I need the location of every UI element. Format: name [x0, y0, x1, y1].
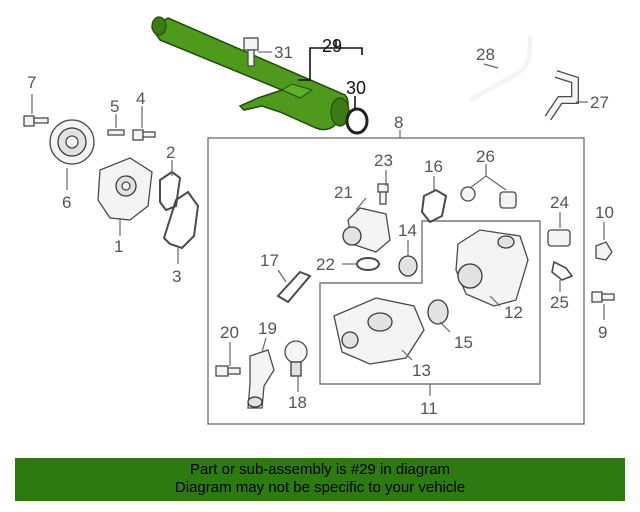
- callout-18: 18: [288, 393, 307, 412]
- callout-29: 29: [322, 36, 342, 56]
- o-ring-part-22[interactable]: [356, 257, 380, 271]
- bolt-part-9[interactable]: [591, 291, 615, 303]
- callout-6: 6: [62, 193, 71, 212]
- callout-28: 28: [476, 45, 495, 64]
- callout-31: 31: [274, 43, 293, 62]
- banner-line-2: Diagram may not be specific to your vehi…: [174, 479, 466, 496]
- water-pump-part-1[interactable]: [97, 157, 153, 221]
- hose-part-27[interactable]: [544, 70, 579, 121]
- callout-24: 24: [550, 193, 569, 212]
- callout-13: 13: [412, 361, 431, 380]
- callout-22: 22: [316, 255, 335, 274]
- callout-2: 2: [166, 143, 175, 162]
- bolt-part-7[interactable]: [23, 115, 49, 127]
- callout-numbers: 29 30 31 7 6 5 4 2 1 3 8 23 21 16 26 24 …: [27, 36, 614, 418]
- callout-14: 14: [398, 221, 417, 240]
- banner-line-1: Part or sub-assembly is #29 in diagram: [189, 461, 451, 478]
- o-ring-part-30[interactable]: [345, 107, 369, 135]
- coolant-pipe-part-29[interactable]: [150, 16, 350, 131]
- callout-12: 12: [504, 303, 523, 322]
- callout-3: 3: [172, 267, 181, 286]
- callout-7: 7: [27, 73, 36, 92]
- callout-15: 15: [454, 333, 473, 352]
- callout-20: 20: [220, 323, 239, 342]
- gasket-part-16[interactable]: [420, 188, 448, 224]
- bolt-part-20[interactable]: [215, 365, 241, 377]
- callout-10: 10: [595, 203, 614, 222]
- thermostat-part-18[interactable]: [284, 340, 308, 377]
- callout-1: 1: [114, 237, 123, 256]
- o-ring-part-14[interactable]: [398, 255, 418, 277]
- gasket-part-3[interactable]: [162, 190, 200, 250]
- sensor-part-26a[interactable]: [460, 186, 476, 202]
- clip-part-25[interactable]: [551, 260, 574, 281]
- thermostat-housing-part-12[interactable]: [455, 229, 529, 307]
- hose-part-28[interactable]: [468, 36, 533, 103]
- assembly-box-8: [207, 137, 585, 425]
- info-banner: Part or sub-assembly is #29 in diagram D…: [15, 458, 625, 501]
- gasket-part-17[interactable]: [276, 270, 312, 304]
- temperature-sensor-part-23[interactable]: [377, 183, 389, 205]
- callout-9: 9: [598, 323, 607, 342]
- bolt-part-31[interactable]: [243, 37, 259, 67]
- assembly-box-11: [319, 220, 541, 385]
- callout-30: 30: [346, 78, 366, 98]
- outlet-part-19[interactable]: [247, 349, 275, 409]
- callout-27: 27: [590, 93, 609, 112]
- callout-25: 25: [550, 293, 569, 312]
- callout-26: 26: [476, 147, 495, 166]
- pulley-part-6[interactable]: [49, 119, 95, 165]
- callout-8: 8: [394, 113, 403, 132]
- callout-16: 16: [424, 157, 443, 176]
- sensor-part-10[interactable]: [595, 241, 613, 261]
- callout-21: 21: [334, 183, 353, 202]
- callout-4: 4: [136, 89, 145, 108]
- callout-17: 17: [260, 251, 279, 270]
- seal-part-15[interactable]: [427, 299, 449, 325]
- leader-lines: [31, 40, 605, 396]
- sensor-part-26b[interactable]: [499, 191, 517, 209]
- flange-part-21[interactable]: [342, 207, 391, 253]
- bolt-part-4[interactable]: [132, 129, 156, 141]
- callout-23: 23: [374, 151, 393, 170]
- pin-part-5[interactable]: [107, 129, 125, 136]
- callout-11: 11: [420, 399, 438, 418]
- connector-part-24[interactable]: [547, 229, 571, 247]
- callout-5: 5: [110, 97, 119, 116]
- callout-19: 19: [258, 319, 277, 338]
- housing-part-13[interactable]: [333, 297, 425, 365]
- gasket-part-2[interactable]: [159, 170, 182, 212]
